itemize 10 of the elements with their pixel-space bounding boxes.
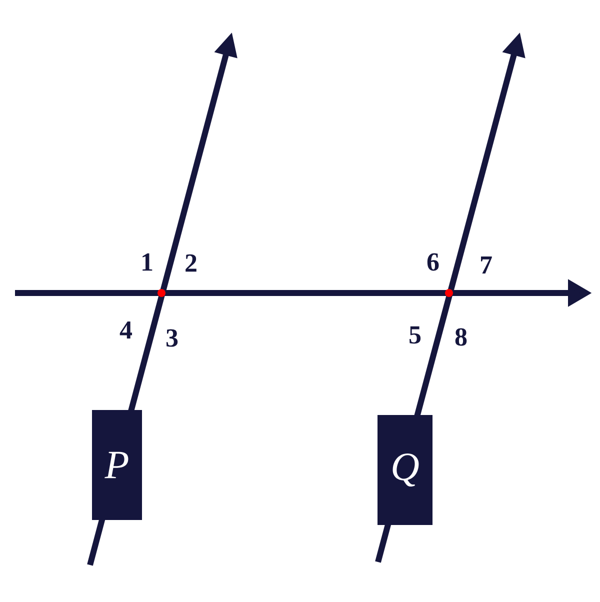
angle-number: 7 <box>481 256 492 274</box>
angle-number: 5 <box>410 326 421 344</box>
angle-number: 2 <box>186 254 196 272</box>
angle-number: 6 <box>427 253 439 271</box>
angle-number: 3 <box>166 329 178 347</box>
label-box: Q <box>378 415 432 525</box>
angle-number: 4 <box>120 321 132 339</box>
angle-number: 1 <box>142 253 152 271</box>
label-box: P <box>92 410 142 520</box>
angle-number: 8 <box>455 328 467 346</box>
